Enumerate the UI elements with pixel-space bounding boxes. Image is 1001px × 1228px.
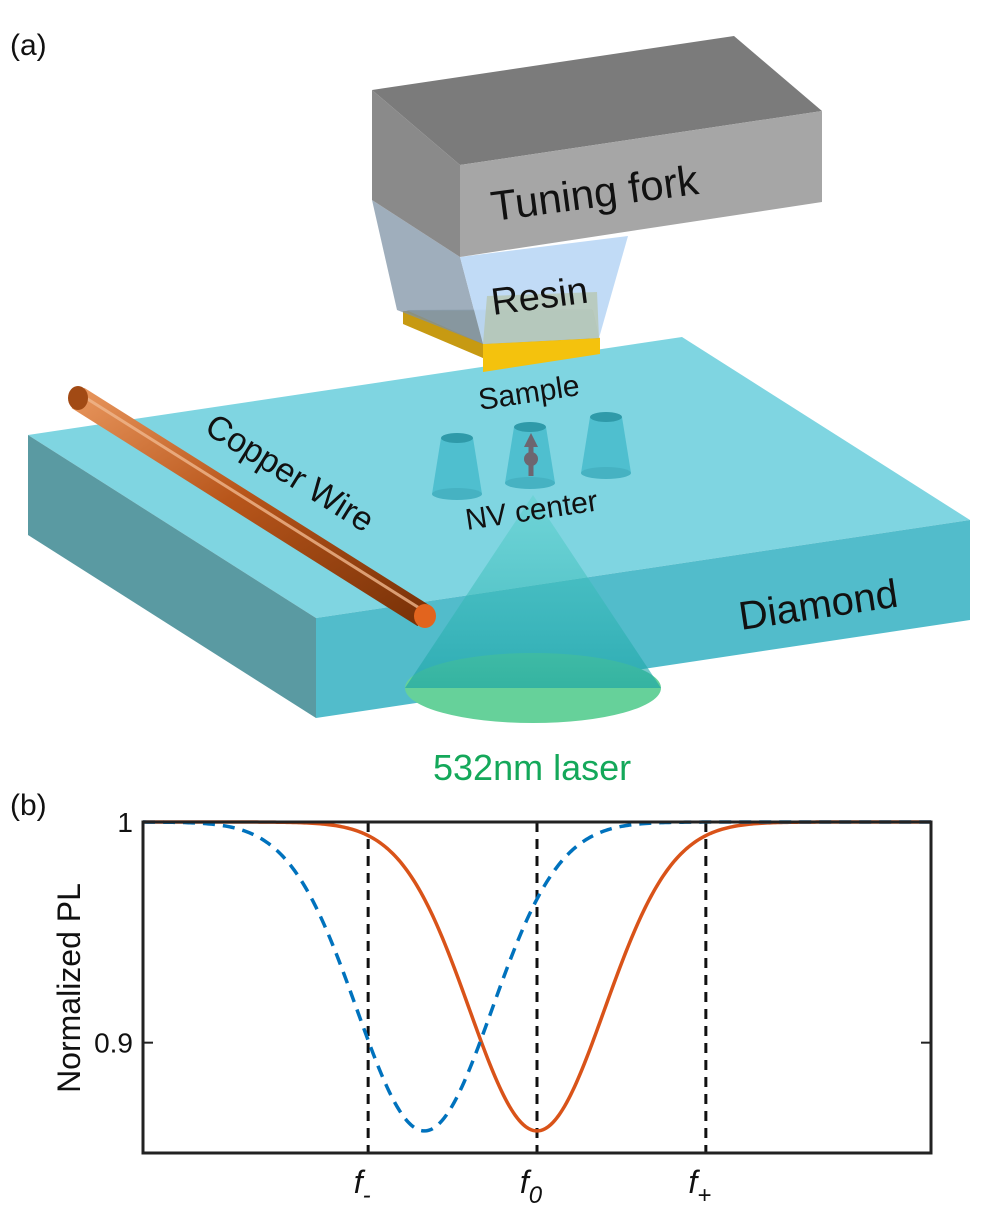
xtick-sub-2: + (697, 1182, 711, 1209)
tuning-fork-top-face (372, 36, 822, 165)
copper-wire (68, 386, 436, 628)
nv-spin-dot (524, 452, 538, 466)
xtick-layer: f-f0 f+ (354, 1164, 712, 1209)
copper-wire-back-end (68, 386, 88, 410)
laser-beam (405, 495, 661, 688)
vline-layer (366, 822, 708, 1153)
xtick-sub-0: - (363, 1182, 371, 1209)
xtick-label-0: f- (354, 1164, 371, 1209)
nv-spin-arrow-head (524, 433, 538, 447)
ytick-label-1: 1 (117, 807, 133, 838)
xtick-label-1: f0 (520, 1164, 543, 1209)
laser-cone (405, 495, 661, 723)
resin-block (372, 200, 628, 344)
xtick-label-2: f+ (688, 1164, 711, 1209)
ytick-layer: 0.91 (94, 807, 931, 1059)
laser-label: 532nm laser (433, 747, 631, 788)
nv-pillar-right (581, 412, 631, 479)
copper-wire-front-end (414, 604, 436, 628)
plot-frame (141, 820, 933, 1155)
nv-pillar-left (432, 433, 482, 500)
tuning-fork-side-face (372, 90, 460, 257)
xtick-sub-1: 0 (529, 1182, 543, 1209)
panel-b-label: (b) (10, 789, 47, 822)
diamond-top-face (28, 337, 970, 618)
ytick-label-0: 0.9 (94, 1028, 133, 1059)
nv-pillar-center (505, 422, 555, 489)
tuning-fork (372, 36, 822, 257)
tuning-fork-front-face (460, 111, 822, 257)
y-axis-label: Normalized PL (51, 883, 87, 1093)
panel-a: (a) (10, 29, 970, 788)
nv-pillars (432, 412, 631, 500)
diamond-side-face (28, 435, 316, 718)
panel-a-label: (a) (10, 29, 47, 62)
